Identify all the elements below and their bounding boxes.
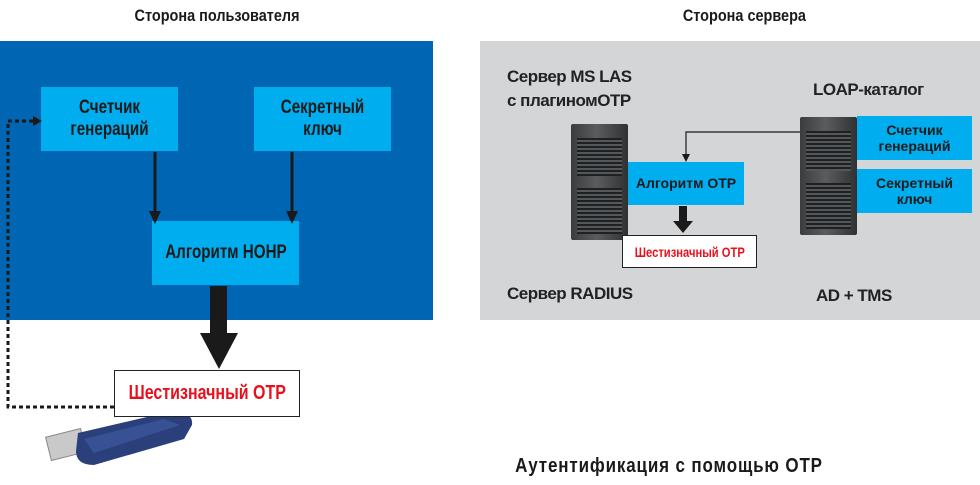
big-arrow-to-otp [200,286,238,369]
user-secret-key-box: Секретный ключ [254,87,391,151]
ldap-label: LOAP-каталог [813,80,924,99]
diagram-caption: Аутентификация с помощью OTP [515,455,823,477]
user-algorithm-box: Алгоритм HOHP [152,221,299,285]
arrow-key-to-algorithm [286,152,298,224]
server-counter-box: Счетчик генераций [857,116,972,160]
arrow-counter-to-algorithm [149,152,161,224]
server-algorithm-box: Алгоритм OTP [628,162,744,205]
user-otp-box: Шестизначный OTP [114,370,300,417]
usb-token-image [44,412,193,465]
user-side-arrows [6,116,298,409]
las-server-label: Сервер MS LAS с плагиномOTP [507,67,632,110]
ad-tms-label: AD + TMS [816,286,892,305]
arrow-algorithm-to-otp [673,206,693,233]
radius-server-icon [571,124,628,240]
arrow-ldap-to-algorithm [682,131,800,162]
server-otp-box: Шестизначный OTP [622,235,757,268]
server-side-arrows [673,131,800,233]
user-counter-box: Счетчик генераций [41,87,178,151]
server-side-title: Сторона сервера [682,6,806,25]
user-side-title: Сторона пользователя [134,6,300,25]
server-secret-key-box: Секретный ключ [857,169,972,213]
dotted-feedback-arrow [6,116,114,409]
ldap-server-icon [800,117,857,235]
radius-label: Сервер RADIUS [507,284,633,303]
